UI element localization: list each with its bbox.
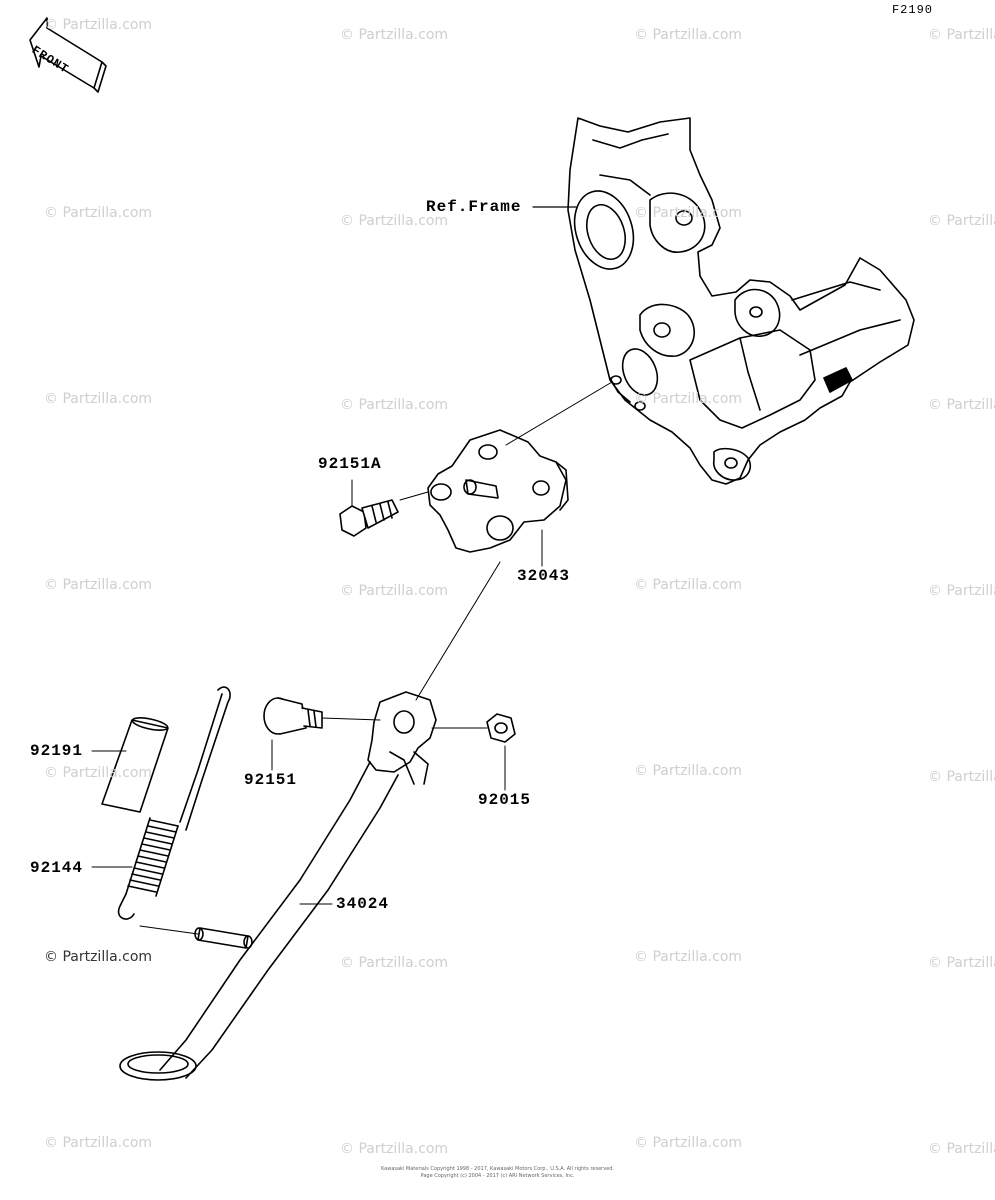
watermark: © Partzilla.com	[340, 397, 449, 413]
pin-drawing	[194, 927, 253, 949]
watermark: © Partzilla.com	[340, 583, 449, 599]
bracket-drawing	[427, 429, 569, 553]
part-number-92151[interactable]: 92151	[244, 771, 298, 789]
watermark: © Partzilla.com	[634, 27, 743, 43]
diagram-id: F2190	[891, 3, 933, 17]
watermark: © Partzilla.com	[634, 577, 743, 593]
part-number-92151a[interactable]: 92151A	[318, 455, 382, 473]
watermark: © Partzilla.com	[44, 765, 153, 781]
watermark: © Partzilla.com	[44, 391, 153, 407]
watermark: © Partzilla.com	[44, 17, 153, 33]
pivot-bolt-drawing	[263, 697, 323, 735]
watermark: © Partzilla.com	[634, 1135, 743, 1151]
watermark: © Partzilla.com	[928, 955, 995, 971]
front-arrow-icon	[29, 17, 107, 93]
spring-drawing	[117, 686, 231, 920]
watermark: © Partzilla.com	[634, 205, 743, 221]
watermark: © Partzilla.com	[928, 27, 995, 43]
watermark: © Partzilla.com	[928, 213, 995, 229]
side-stand-drawing	[119, 691, 437, 1081]
watermark: © Partzilla.com	[44, 577, 153, 593]
watermark: © Partzilla.com	[340, 213, 449, 229]
watermark: © Partzilla.com	[928, 397, 995, 413]
watermark: © Partzilla.com	[634, 763, 743, 779]
assembly-lines	[139, 381, 613, 935]
part-number-32043[interactable]: 32043	[517, 567, 571, 585]
part-number-92191[interactable]: 92191	[30, 742, 84, 760]
copyright-line: Page Copyright (c) 2004 - 2017 (c) ARI N…	[420, 1173, 575, 1179]
watermark: © Partzilla.com	[340, 955, 449, 971]
watermark: © Partzilla.com	[634, 391, 743, 407]
ref-frame-label: Ref.Frame	[426, 198, 522, 216]
watermark: © Partzilla.com	[340, 27, 449, 43]
watermark: © Partzilla.com	[44, 949, 153, 965]
copyright-line: Kawasaki Materials Copyright 1998 - 2017…	[380, 1166, 615, 1172]
watermark: © Partzilla.com	[340, 1141, 449, 1157]
nut-drawing	[486, 713, 516, 743]
part-number-34024[interactable]: 34024	[336, 895, 390, 913]
watermark: © Partzilla.com	[634, 949, 743, 965]
watermark: © Partzilla.com	[928, 1141, 995, 1157]
part-number-92144[interactable]: 92144	[30, 859, 84, 877]
watermark: © Partzilla.com	[928, 769, 995, 785]
callout-leaders	[91, 479, 543, 905]
watermark: © Partzilla.com	[928, 583, 995, 599]
sleeve-drawing	[101, 717, 169, 813]
bolt-92151a-drawing	[339, 499, 399, 537]
watermark: © Partzilla.com	[44, 205, 153, 221]
ref-frame-drawing	[567, 117, 915, 485]
part-number-92015[interactable]: 92015	[478, 791, 532, 809]
watermark: © Partzilla.com	[44, 1135, 153, 1151]
